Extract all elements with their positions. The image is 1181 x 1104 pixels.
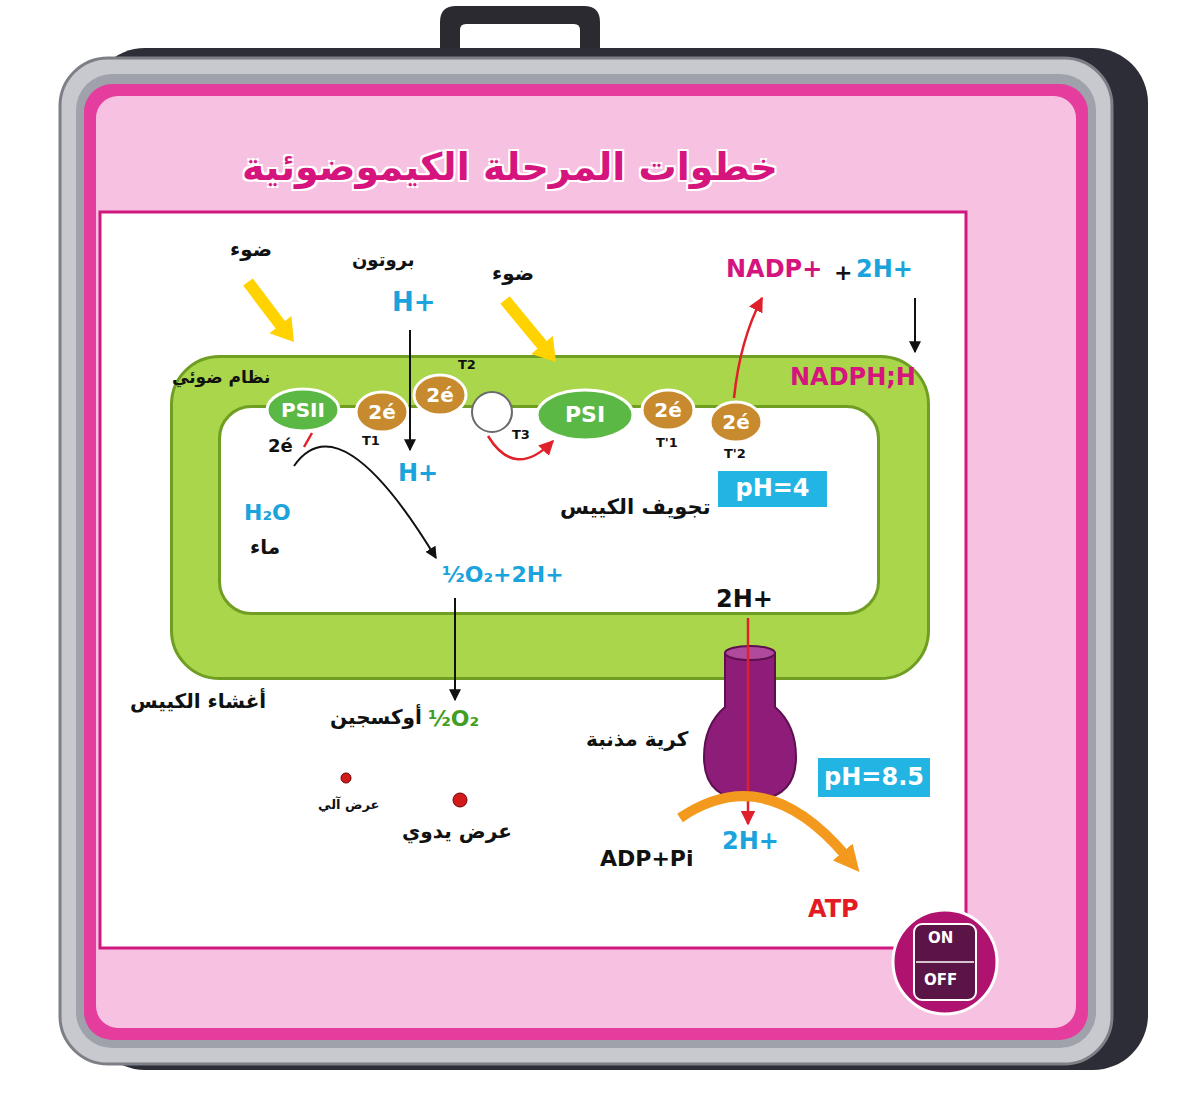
photosystem: PSII	[265, 387, 341, 433]
light-label: ضوء	[230, 238, 272, 261]
led	[341, 773, 351, 783]
ph-box: pH=8.5	[815, 755, 933, 800]
electron-carrier: 2é	[354, 390, 410, 434]
pink-glow	[96, 96, 1076, 1028]
switch-label: OFF	[924, 972, 957, 989]
water-formula: H₂O	[244, 500, 291, 525]
node-shape	[642, 390, 694, 430]
switch-label: ON	[928, 930, 953, 947]
proton-symbol: 2H+	[716, 586, 773, 614]
led	[453, 793, 467, 807]
adp-label: ADP+Pi	[600, 846, 694, 871]
carrier-tag: T'1	[656, 436, 678, 451]
oxygen-label: أوكسجين	[330, 706, 422, 729]
node-label: 2é	[654, 399, 681, 422]
white-panel	[100, 212, 966, 948]
node-label: 2é	[368, 401, 395, 424]
carrier-tag: T3	[512, 428, 530, 443]
electron-line	[304, 433, 312, 447]
node-label: تجويف الكييس	[560, 495, 711, 519]
nadp-label: NADP+	[726, 256, 822, 284]
plus-sign: +	[834, 260, 852, 285]
node-label: كرية مذنبة	[586, 728, 688, 751]
node-shape	[537, 390, 633, 440]
light-arrow-head	[531, 336, 556, 362]
proton-flow-arrow	[747, 618, 750, 824]
node-label: PSI	[565, 402, 605, 427]
case-back	[90, 48, 1148, 1070]
case-inner-frame	[76, 74, 1096, 1048]
node-label: pH=8.5	[824, 764, 924, 792]
switch-plate	[914, 924, 976, 1000]
water-label: ماء	[250, 536, 280, 559]
electron-carrier: 2é	[412, 373, 468, 417]
oxygen-formula: ½O₂	[428, 706, 479, 731]
phosphorylation-arrow	[680, 796, 846, 856]
light-arrow-head	[269, 316, 294, 342]
proton-symbol: H+	[398, 460, 438, 488]
node-shape	[356, 392, 408, 432]
node-shape	[220, 407, 879, 614]
photosystem: PSI	[535, 388, 635, 442]
node-shape	[172, 357, 929, 679]
proton-symbol: 2H+	[856, 256, 913, 284]
electron-carrier: 2é	[708, 400, 764, 444]
photosystem-label: نظام ضوئي	[172, 368, 270, 388]
carrier-tag: T2	[458, 358, 476, 373]
node-shape	[717, 470, 829, 509]
electron-arrow	[734, 298, 762, 398]
node-shape	[267, 389, 339, 431]
ph-box: pH=4	[715, 468, 830, 510]
button-label: عرض يدوي	[402, 820, 512, 843]
proton-arrow	[409, 330, 411, 450]
node-label: PSII	[281, 399, 325, 422]
node-label: 2é	[722, 411, 749, 434]
light-label: ضوء	[492, 262, 534, 285]
atp-synthase: كرية مذنبة	[700, 645, 800, 805]
carrier-tag: T1	[362, 434, 380, 449]
light-arrow	[505, 300, 543, 346]
pink-border	[84, 84, 1088, 1040]
proton-symbol: H+	[392, 288, 436, 318]
node-shape	[414, 375, 466, 415]
synthase-cap	[725, 646, 775, 660]
carrier-tag: T'2	[724, 447, 746, 462]
switch-divider	[916, 961, 974, 963]
node-label: pH=4	[735, 475, 809, 503]
reduction-arrow	[914, 298, 916, 352]
electron-carrier: 2é	[640, 388, 696, 432]
title: خطوات المرحلة الكيموضوئية	[150, 146, 870, 190]
button-label: عرض آلي	[318, 798, 379, 813]
switch-disc	[893, 910, 997, 1014]
nadph-label: NADPH;H	[790, 364, 916, 392]
node-label: أغشاء الكييس	[130, 690, 266, 713]
oxygen-proton-formula: ½O₂+2H+	[442, 562, 564, 587]
node-shape	[817, 757, 932, 799]
light-arrow	[248, 282, 282, 327]
oxygen-arrow	[454, 598, 456, 700]
node-label: 2é	[426, 384, 453, 407]
proton-label: بروتون	[352, 250, 415, 271]
synthase-body	[704, 653, 796, 800]
node-shape	[710, 402, 762, 442]
case-frame	[60, 58, 1112, 1064]
empty-carrier	[472, 392, 512, 432]
proton-symbol: 2H+	[722, 828, 779, 856]
electron-label: 2é	[268, 436, 293, 457]
node-outline	[700, 645, 800, 805]
atp-label: ATP	[808, 896, 859, 924]
